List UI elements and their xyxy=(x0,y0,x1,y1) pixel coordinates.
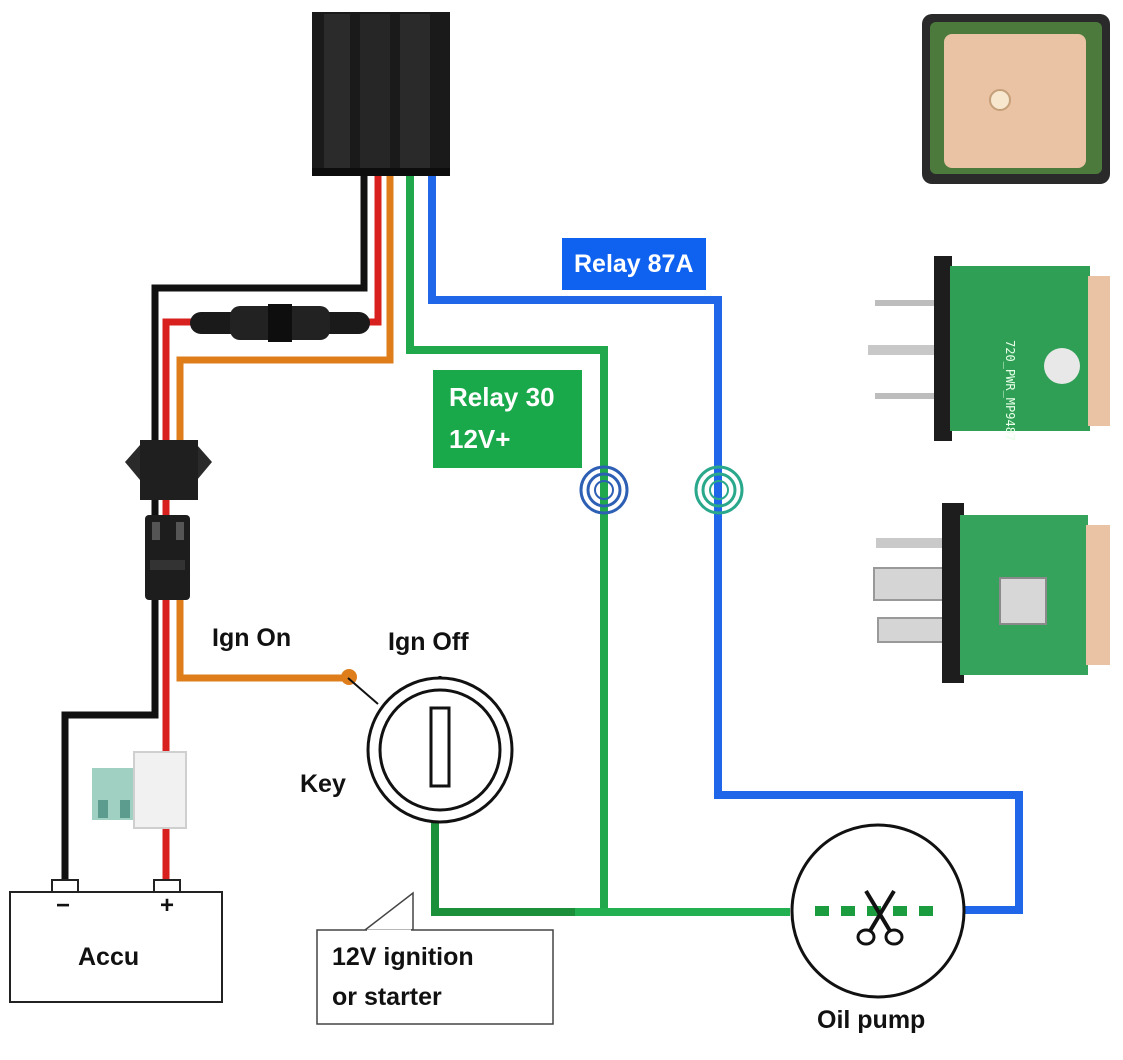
product-photo-gps-antenna xyxy=(922,14,1110,184)
ignition-note-line1: 12V ignition xyxy=(332,943,474,971)
wire-connector xyxy=(125,440,212,600)
orange-wire-to-module xyxy=(176,176,394,450)
orange-wire-ign-on xyxy=(176,590,348,682)
ign-off-label: Ign Off xyxy=(388,628,469,656)
oil-pump-label: Oil pump xyxy=(817,1006,926,1034)
relay-30-tag-line2: 12V+ xyxy=(449,424,511,454)
black-wire xyxy=(61,176,368,882)
ignition-callout xyxy=(316,891,554,1025)
relay-87a-tag: Relay 87A xyxy=(562,238,706,290)
gps-relay-module xyxy=(312,12,450,176)
red-wire xyxy=(162,176,382,882)
product-photo-relay-side: 720_PWR_MP9487 xyxy=(868,256,1110,441)
key-label: Key xyxy=(300,770,346,798)
ferrite-ring-green xyxy=(579,465,629,515)
module-board-label: 720_PWR_MP9487 xyxy=(1003,340,1017,441)
accu-label: Accu xyxy=(78,943,140,971)
blue-wire-relay-87a xyxy=(428,176,1023,914)
inline-fuse-holder xyxy=(190,304,370,342)
green-wire-relay-30 xyxy=(406,176,608,912)
relay-30-tag: Relay 30 12V+ xyxy=(433,370,582,468)
green-wire-ignition xyxy=(431,815,790,916)
scissors-icon xyxy=(856,889,904,946)
ignition-note-line2: or starter xyxy=(332,983,442,1011)
ign-on-label: Ign On xyxy=(212,624,292,652)
battery-minus: − xyxy=(56,892,71,919)
ferrite-ring-blue xyxy=(694,465,744,515)
battery-plus: + xyxy=(160,892,175,919)
oil-pump-cut xyxy=(790,823,966,999)
ign-on-terminal xyxy=(341,669,357,685)
product-photo-relay-sim xyxy=(873,503,1110,683)
relay-30-tag-line1: Relay 30 xyxy=(449,382,555,412)
blade-fuse xyxy=(92,751,187,829)
battery-accu xyxy=(9,879,223,1003)
ignition-key-switch xyxy=(347,676,514,824)
